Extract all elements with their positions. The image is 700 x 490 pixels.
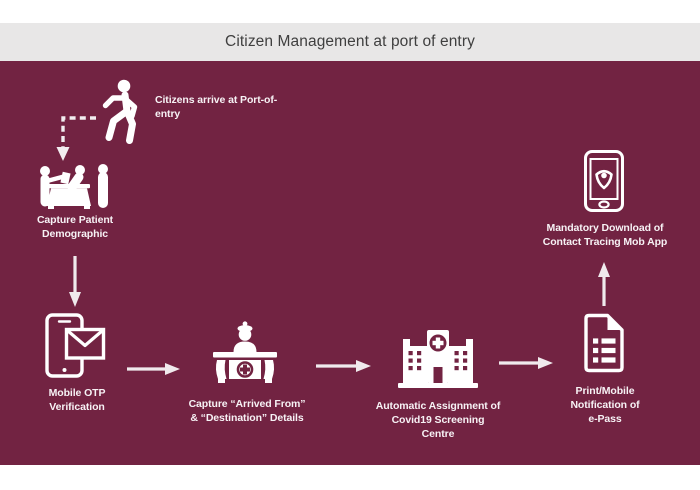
epass-label: Print/Mobile Notification of e-Pass	[570, 385, 640, 425]
flow-connectors	[56, 116, 610, 375]
epass-document-icon	[581, 312, 627, 381]
otp-label: Mobile OTP Verification	[48, 387, 106, 413]
screening-label: Automatic Assignment of Covid19 Screenin…	[375, 400, 501, 440]
dashed-connector-arrive-to-demographic	[56, 116, 96, 161]
reception-clerk-icon	[210, 320, 280, 391]
contact-tracing-app-icon	[583, 149, 625, 218]
arrow-epass-to-app	[598, 262, 610, 306]
title-bar: Citizen Management at port of entry	[0, 23, 700, 61]
walking-person-icon	[101, 79, 149, 150]
arrive-label: Citizens arrive at Port-of- entry	[155, 94, 278, 120]
page-title: Citizen Management at port of entry	[225, 33, 475, 50]
arrow-arrival-details-to-screening	[316, 360, 371, 372]
app-label: Mandatory Download of Contact Tracing Mo…	[542, 222, 668, 248]
arrival-details-label: Capture “Arrived From” & “Destination” D…	[188, 398, 306, 424]
arrow-demographic-to-otp	[69, 256, 81, 307]
arrow-otp-to-arrival-details	[127, 363, 180, 375]
arrow-screening-to-epass	[499, 357, 553, 369]
diagram-canvas: Citizens arrive at Port-of- entry Captur	[0, 61, 700, 465]
registration-desk-icon	[33, 161, 113, 216]
phone-message-icon	[44, 312, 106, 385]
demographic-label: Capture Patient Demographic	[36, 214, 114, 240]
hospital-icon	[398, 327, 478, 394]
